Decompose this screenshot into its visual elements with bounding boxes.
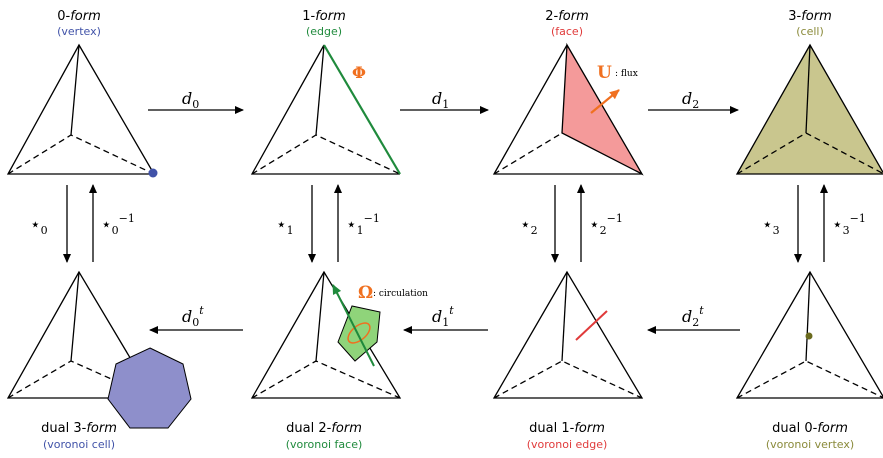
bottom-row-titles: dual 3-form (voronoi cell) dual 2-form (…: [41, 421, 854, 451]
title-3-form: 3-form: [788, 9, 832, 24]
title-dual-3-form: dual 3-form: [41, 421, 117, 436]
highlighted-edge: [323, 44, 401, 175]
subtitle-voronoi-edge: (voronoi edge): [527, 438, 608, 451]
label-d2: d2: [682, 89, 699, 111]
hodge-star-operators: ⋆0 ⋆0−1 ⋆1 ⋆1−1 ⋆2 ⋆2−1 ⋆3 ⋆3−1: [30, 184, 866, 263]
subtitle-vertex: (vertex): [57, 25, 101, 38]
label-star0: ⋆0: [30, 215, 48, 237]
tetrahedron-1-form: Φ: [250, 44, 401, 175]
title-dual-0-form: dual 0-form: [772, 421, 848, 436]
label-d0: d0: [182, 89, 199, 111]
voronoi-face: [337, 305, 381, 362]
flux-arrow: [590, 89, 620, 114]
u-label: : flux: [615, 69, 638, 79]
tetrahedron-dual-3-form: [6, 270, 192, 429]
label-d1t: d1t: [432, 304, 454, 329]
label-d0t: d0t: [182, 304, 204, 329]
label-star2: ⋆2: [520, 215, 538, 237]
top-row-titles: 0-form (vertex) 1-form (edge) 2-form (fa…: [57, 9, 832, 38]
d-operators: d0 d1 d2: [148, 89, 739, 114]
label-d2t: d2t: [682, 304, 704, 329]
label-star1-inv: ⋆1−1: [346, 212, 380, 237]
tetrahedron-dual-0-form: [735, 270, 883, 399]
subtitle-edge: (edge): [306, 25, 342, 38]
label-star2-inv: ⋆2−1: [589, 212, 623, 237]
title-1-form: 1-form: [302, 9, 346, 24]
voronoi-cell: [107, 347, 192, 429]
u-symbol: U: [597, 63, 612, 83]
voronoi-vertex: [805, 332, 813, 340]
label-star0-inv: ⋆0−1: [101, 212, 135, 237]
label-star3: ⋆3: [762, 215, 780, 237]
subtitle-voronoi-vertex: (voronoi vertex): [766, 438, 854, 451]
title-dual-2-form: dual 2-form: [286, 421, 362, 436]
title-dual-1-form: dual 1-form: [529, 421, 605, 436]
tetrahedron-dual-1-form: [492, 270, 644, 399]
highlighted-cell: [735, 43, 883, 175]
tetrahedron-2-form: U : flux: [492, 42, 644, 176]
title-2-form: 2-form: [545, 9, 589, 24]
subtitle-cell: (cell): [796, 25, 824, 38]
omega-symbol: Ω: [358, 283, 373, 303]
voronoi-edge: [575, 310, 608, 341]
vertex-dot: [148, 168, 158, 178]
tetrahedron-0-form: [6, 43, 158, 178]
label-star1: ⋆1: [276, 215, 294, 237]
tetrahedron-3-form: [735, 43, 883, 175]
subtitle-face: (face): [551, 25, 583, 38]
dt-operators: d0t d1t d2t: [149, 304, 740, 334]
label-d1: d1: [432, 89, 449, 111]
circulation-axis-arrow: [332, 284, 375, 367]
label-star3-inv: ⋆3−1: [832, 212, 866, 237]
highlighted-face: [561, 42, 644, 176]
title-0-form: 0-form: [57, 9, 101, 24]
subtitle-voronoi-face: (voronoi face): [286, 438, 363, 451]
phi-label: Φ: [352, 63, 366, 82]
subtitle-voronoi-cell: (voronoi cell): [43, 438, 115, 451]
omega-label: : circulation: [373, 289, 428, 299]
tetrahedron-dual-2-form: Ω : circulation: [250, 270, 428, 399]
